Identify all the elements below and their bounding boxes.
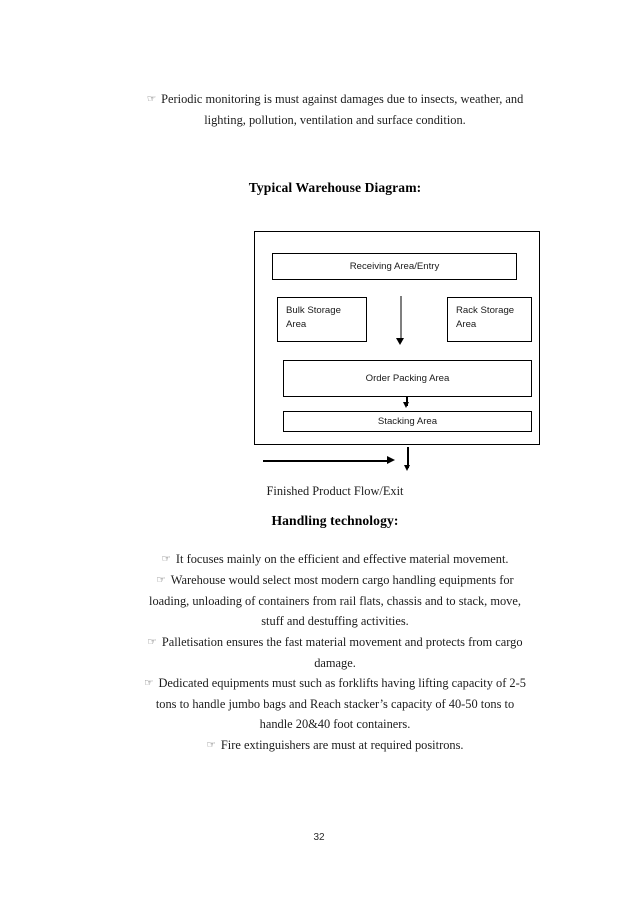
bullet-icon: ☞	[156, 574, 166, 586]
diagram-box-order-packing-area-label: Order Packing Area	[365, 372, 450, 384]
diagram-box-rack-storage-label-line1: Rack Storage	[456, 305, 515, 316]
warehouse-diagram-container	[254, 231, 540, 445]
bullet-icon: ☞	[144, 677, 154, 689]
diagram-box-bulk-storage: Bulk Storage Area	[277, 297, 367, 342]
handling-bullet-1-line-1: It focuses mainly on the efficient and e…	[175, 552, 509, 566]
arrow-down-packing-to-stacking-head-icon	[403, 402, 409, 408]
handling-bullet-5-line-1: Fire extinguishers are must at required …	[220, 738, 464, 752]
arrow-down-receiving-to-packing-head-icon	[396, 338, 404, 345]
diagram-box-bulk-storage-label-line2: Area	[286, 319, 307, 330]
intro-line-1: Periodic monitoring is must against dama…	[161, 92, 524, 106]
diagram-box-order-packing-area: Order Packing Area	[283, 360, 532, 397]
bullet-icon: ☞	[147, 636, 157, 648]
arrow-down-packing-to-stacking-shaft	[406, 397, 408, 406]
handling-bullet-2-line-2: loading, unloading of containers from ra…	[149, 593, 521, 608]
arrow-right-exit-shaft	[263, 460, 388, 462]
diagram-box-rack-storage: Rack Storage Area	[447, 297, 532, 342]
diagram-box-receiving-area-label: Receiving Area/Entry	[349, 260, 440, 272]
bullet-icon: ☞	[206, 739, 216, 751]
diagram-box-rack-storage-label-line2: Area	[456, 319, 477, 330]
bullet-icon: ☞	[146, 93, 157, 105]
handling-bullet-4-line-2: tons to handle jumbo bags and Reach stac…	[155, 696, 515, 711]
arrow-down-exit-head-icon	[404, 465, 410, 471]
diagram-box-stacking-area-label: Stacking Area	[377, 415, 438, 427]
diagram-box-bulk-storage-label-line1: Bulk Storage	[286, 305, 341, 316]
arrow-down-receiving-to-packing-shaft	[400, 296, 402, 340]
handling-technology-heading: Handling technology:	[271, 513, 399, 528]
handling-bullet-4-line-1: Dedicated equipments must such as forkli…	[158, 676, 526, 690]
handling-bullet-4: ☞ Dedicated equipments must such as forkl…	[110, 673, 560, 735]
handling-bullet-1: ☞ It focuses mainly on the efficient and …	[110, 549, 560, 570]
bullet-icon: ☞	[161, 553, 171, 565]
handling-bullet-3-line-1: Palletisation ensures the fast material …	[161, 635, 523, 649]
handling-bullet-2: ☞ Warehouse would select most modern carg…	[110, 570, 560, 632]
intro-line-2: lighting, pollution, ventilation and sur…	[204, 112, 466, 127]
handling-bullet-5: ☞ Fire extinguishers are must at required…	[110, 735, 560, 756]
handling-bullet-4-line-3: handle 20&40 foot containers.	[259, 717, 411, 731]
page-number: 32	[313, 832, 325, 843]
handling-bullet-2-line-1: Warehouse would select most modern cargo…	[170, 573, 514, 587]
handling-bullet-3-line-2: damage.	[314, 655, 356, 670]
handling-bullet-2-line-3: stuff and destuffing activities.	[261, 614, 409, 628]
diagram-heading: Typical Warehouse Diagram:	[248, 180, 422, 195]
diagram-box-stacking-area: Stacking Area	[283, 411, 532, 432]
arrow-right-exit-head-icon	[387, 456, 395, 464]
diagram-box-receiving-area: Receiving Area/Entry	[272, 253, 517, 280]
handling-bullet-3: ☞ Palletisation ensures the fast material…	[110, 632, 560, 673]
diagram-caption: Finished Product Flow/Exit	[266, 484, 404, 498]
arrow-down-exit-shaft	[407, 447, 409, 468]
intro-paragraph: ☞ Periodic monitoring is must against dam…	[110, 89, 560, 130]
